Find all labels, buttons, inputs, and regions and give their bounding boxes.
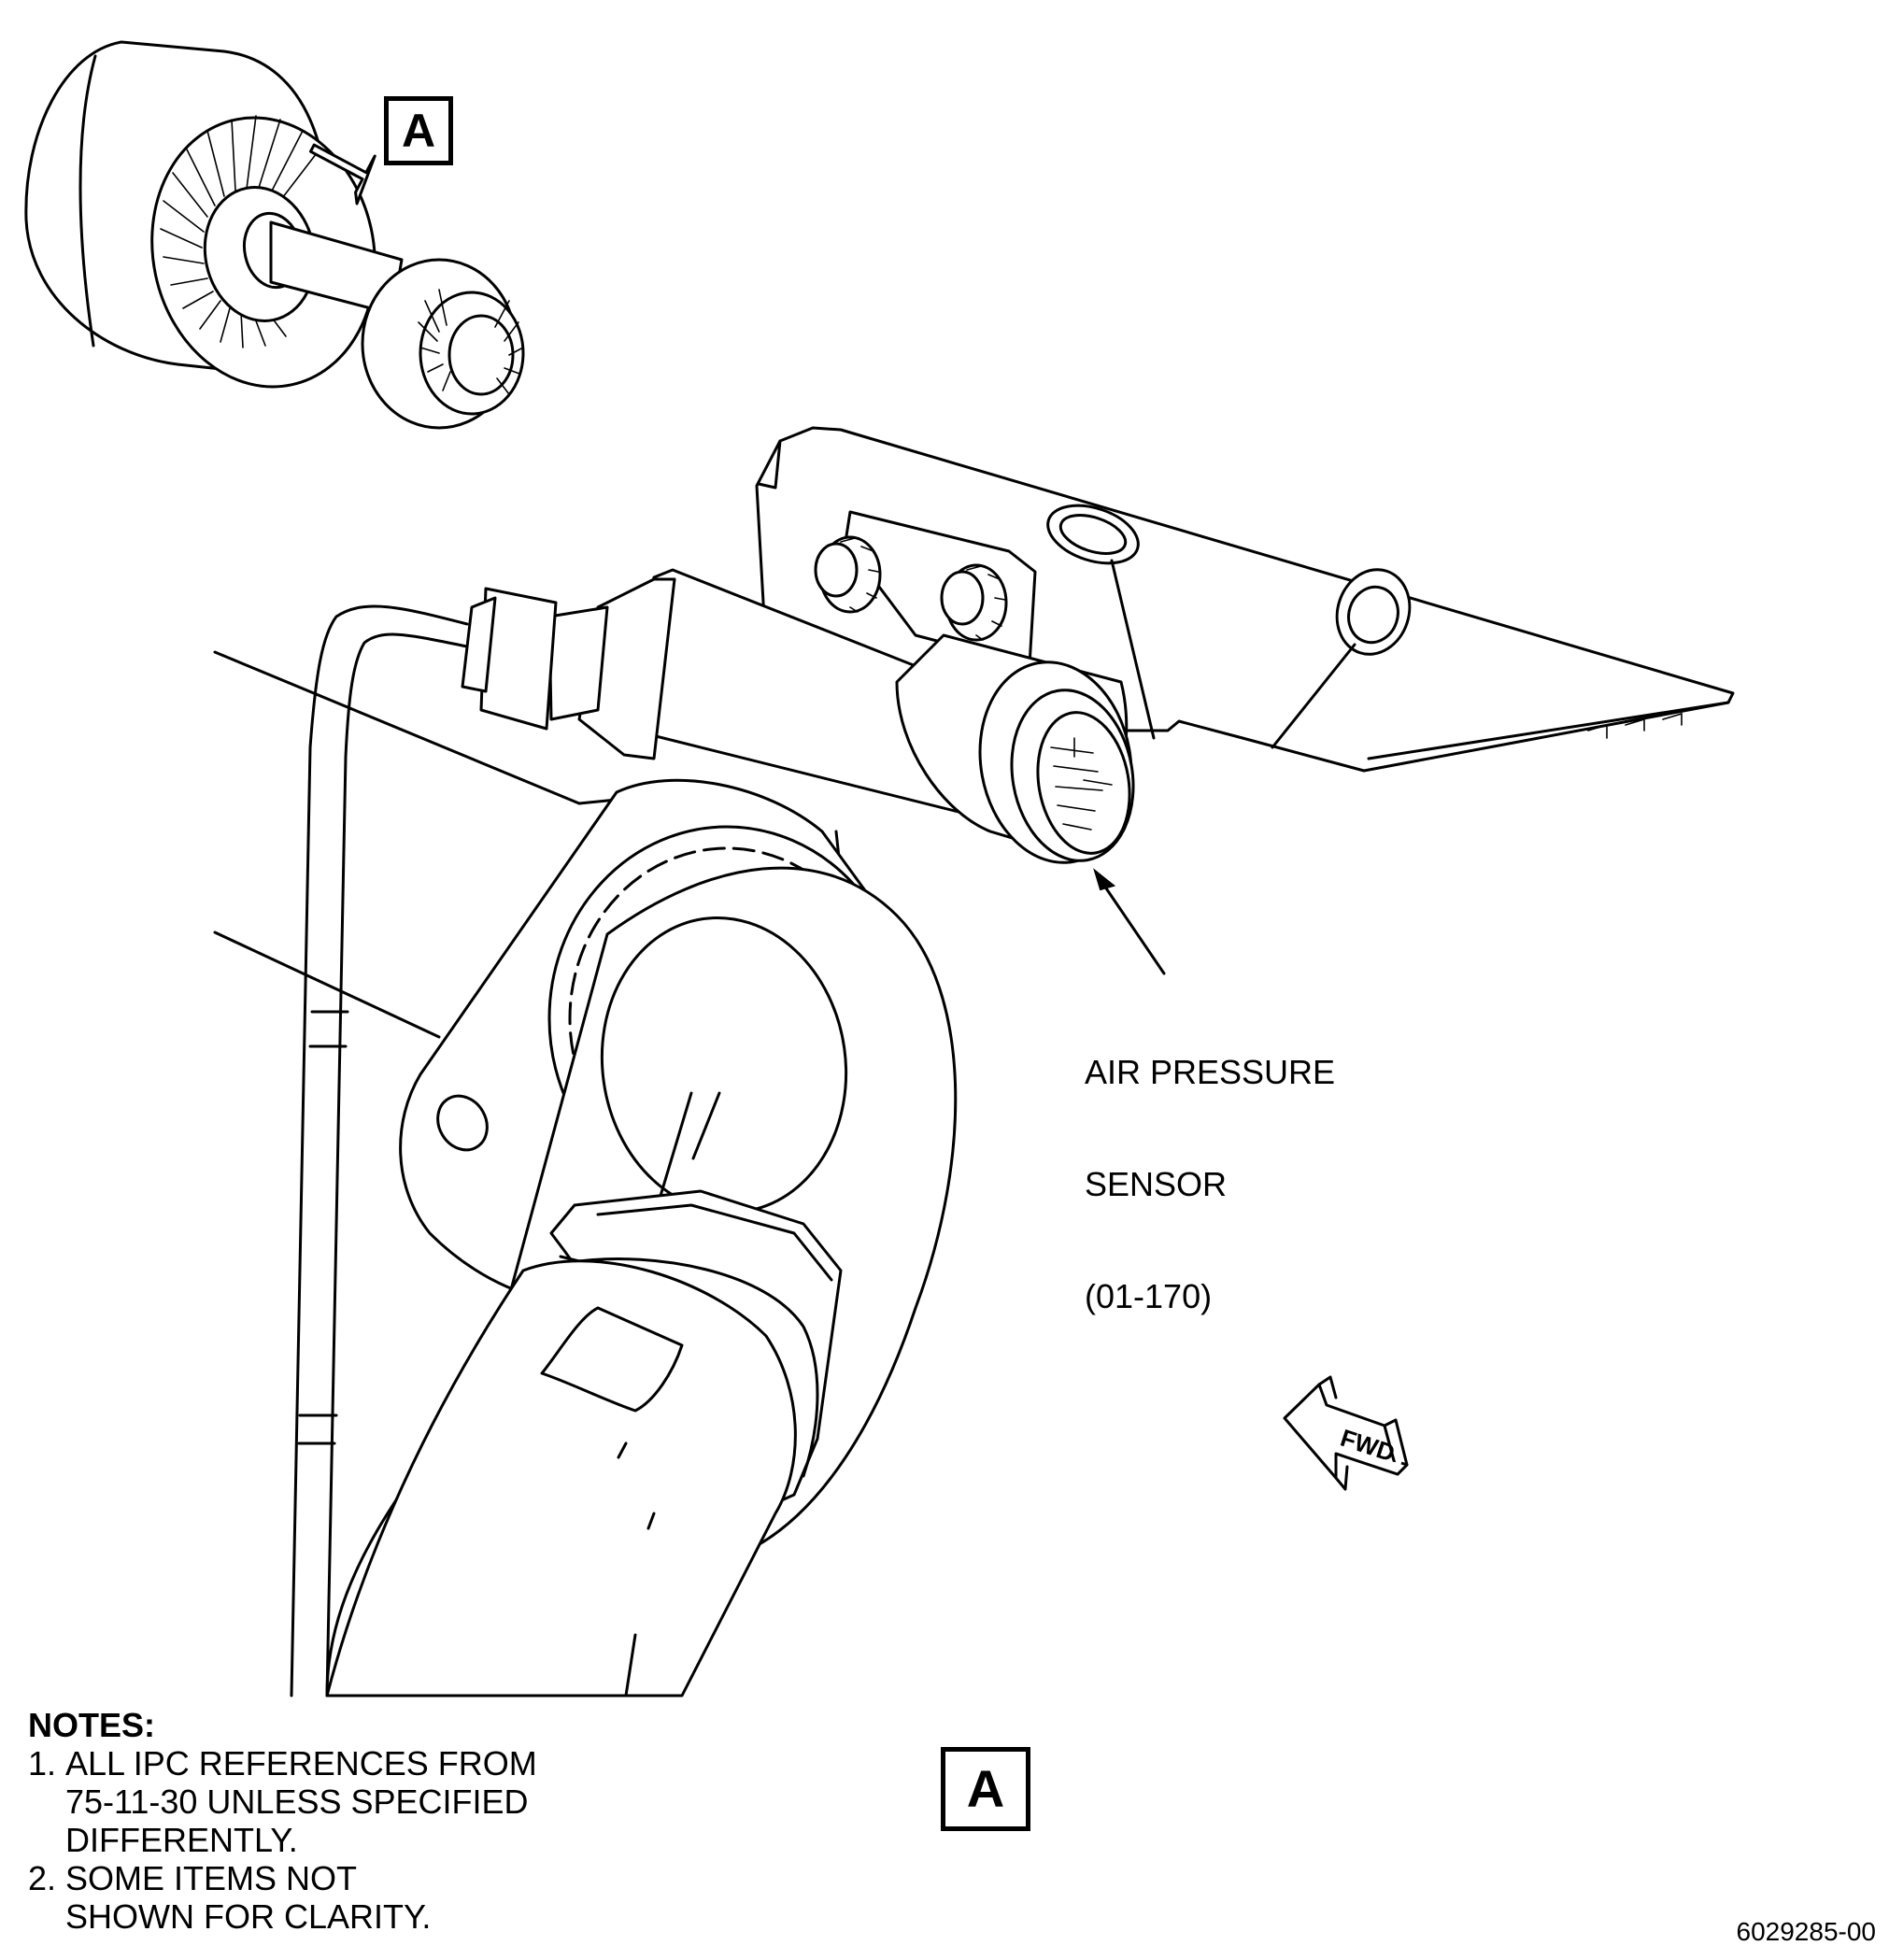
note-item: 1. ALL IPC REFERENCES FROM 75-11-30 UNLE… [28, 1744, 537, 1859]
note-number: 2. [28, 1859, 57, 1897]
engine-locator-view [24, 40, 525, 430]
detail-view-label: A [941, 1747, 1030, 1831]
leader-arrowhead-icon [1093, 868, 1116, 891]
note-text: 75-11-30 UNLESS SPECIFIED [65, 1782, 529, 1821]
sensor-tube [290, 604, 469, 1697]
note-text: SHOWN FOR CLARITY. [65, 1897, 432, 1936]
location-arrow-icon [308, 143, 376, 206]
note-text: SOME ITEMS NOT [65, 1859, 358, 1897]
view-locator-label: A [384, 96, 453, 165]
lower-duct [325, 1259, 797, 1697]
note-number: 1. [28, 1744, 57, 1782]
callout-line-1: AIR PRESSURE [1085, 1053, 1336, 1091]
notes-block: NOTES: 1. ALL IPC REFERENCES FROM 75-11-… [28, 1706, 537, 1936]
notes-heading: NOTES: [28, 1706, 156, 1744]
note-text: ALL IPC REFERENCES FROM [65, 1744, 537, 1782]
detail-view: FWD [213, 426, 1735, 1697]
callout-line-3: (01-170) [1085, 1277, 1213, 1315]
fwd-arrow-icon: FWD [1283, 1375, 1409, 1491]
air-pressure-sensor [461, 568, 1135, 864]
knurled-nut-2 [940, 563, 1008, 642]
note-item: 2. SOME ITEMS NOT SHOWN FOR CLARITY. [28, 1859, 537, 1936]
fan-blades [160, 115, 320, 348]
knurled-nut-1 [814, 535, 882, 614]
note-text: DIFFERENTLY. [65, 1821, 298, 1859]
document-number: 6029285-00 [1736, 1917, 1876, 1946]
callout-line-2: SENSOR [1085, 1165, 1228, 1203]
air-pressure-sensor-callout: AIR PRESSURE SENSOR (01-170) [1085, 979, 1335, 1353]
